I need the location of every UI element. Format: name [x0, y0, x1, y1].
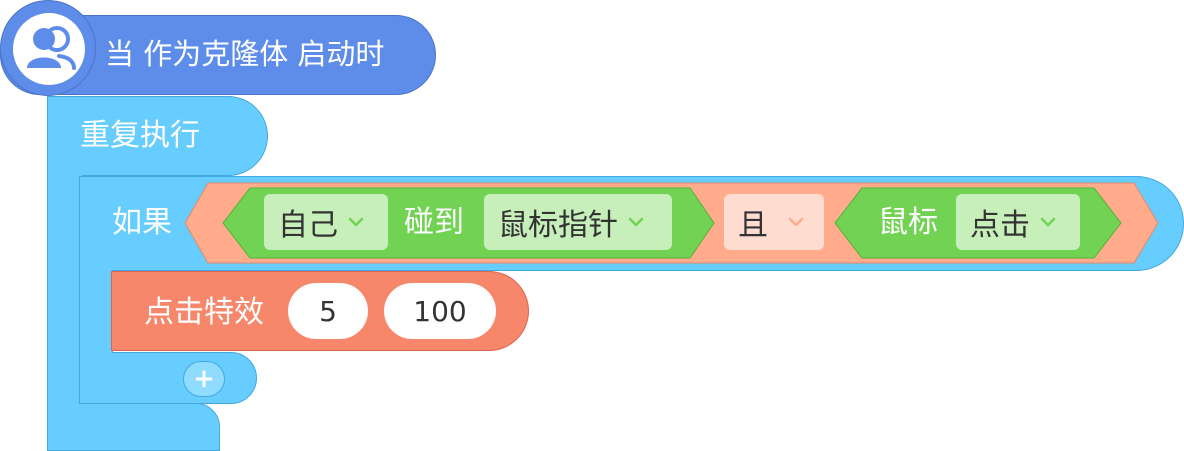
if-label: 如果: [112, 205, 172, 240]
touch-object-dropdown[interactable]: 鼠标指针: [484, 194, 672, 250]
effect-param-2-input[interactable]: 100: [384, 283, 496, 339]
mouse-event-dropdown[interactable]: 点击: [956, 194, 1080, 250]
chevron-down-icon: [348, 217, 364, 227]
chevron-down-icon: [1040, 217, 1056, 227]
hat-icon-ring: [0, 0, 96, 96]
touch-object-value: 鼠标指针: [498, 208, 618, 243]
logic-operator-dropdown[interactable]: 且: [724, 194, 824, 250]
effect-param-1-input[interactable]: 5: [288, 283, 368, 339]
touching-label: 碰到: [404, 205, 464, 240]
effect-param-1-value: 5: [319, 294, 337, 328]
touch-target-value: 自己: [278, 208, 338, 243]
mouse-event-value: 点击: [970, 208, 1030, 243]
click-effect-block[interactable]: 点击特效 5 100: [111, 271, 529, 351]
effect-param-2-value: 100: [413, 294, 467, 328]
if-block-foot: [79, 352, 257, 404]
if-block-arm-fill: [80, 255, 112, 355]
mouse-label: 鼠标: [878, 205, 938, 240]
hat-block-label: 当 作为克隆体 启动时: [105, 37, 385, 71]
chevron-down-icon: [788, 217, 804, 227]
logic-operator-value: 且: [738, 208, 768, 243]
repeat-forever-block[interactable]: 重复执行: [47, 96, 268, 176]
plus-icon: +: [193, 364, 215, 394]
add-block-button[interactable]: +: [183, 361, 225, 397]
click-effect-label: 点击特效: [144, 295, 264, 330]
repeat-forever-label: 重复执行: [80, 118, 200, 153]
repeat-block-arm-fill: [48, 160, 82, 444]
touch-target-dropdown[interactable]: 自己: [264, 194, 388, 250]
clone-users-icon: [13, 13, 85, 85]
chevron-down-icon: [628, 217, 644, 227]
